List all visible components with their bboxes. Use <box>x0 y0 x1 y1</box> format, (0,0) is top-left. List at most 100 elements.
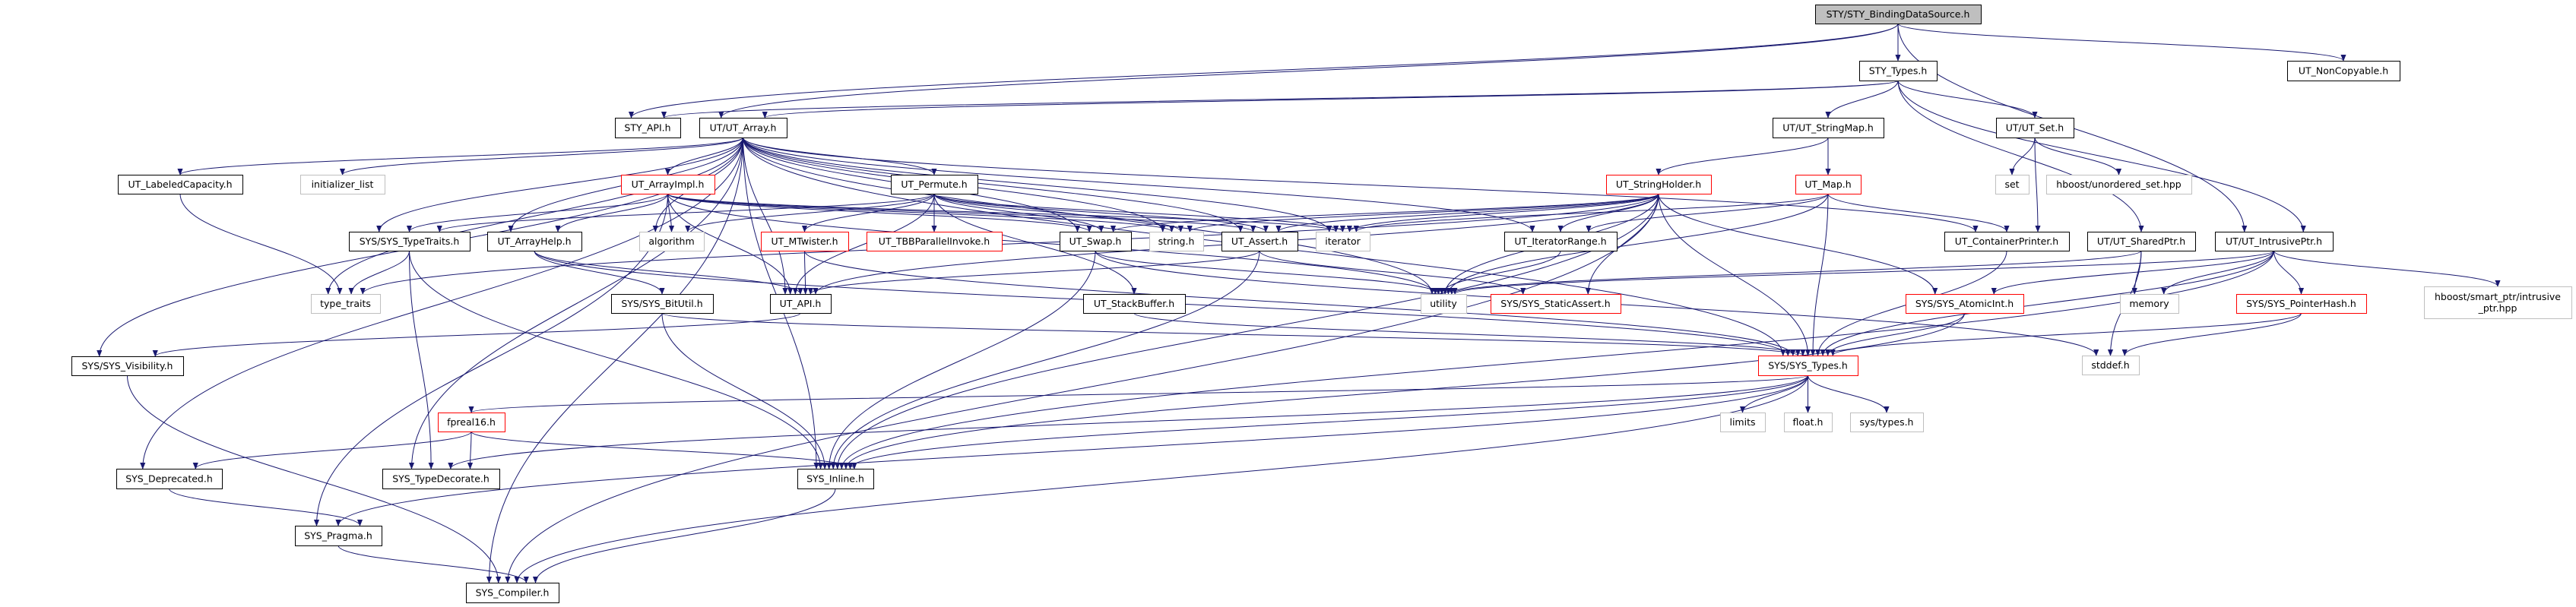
node-sys-sys-staticassert-h[interactable]: SYS/SYS_StaticAssert.h <box>1491 294 1621 314</box>
node-label: hboost/unordered_set.hpp <box>2056 179 2181 190</box>
node-ut-swap-h[interactable]: UT_Swap.h <box>1060 232 1132 251</box>
node-label: sys/types.h <box>1860 416 1914 428</box>
node-label: SYS_TypeDecorate.h <box>392 473 490 485</box>
node-label: initializer_list <box>312 179 374 190</box>
edge-permute-to-stackbuffer <box>933 193 1137 295</box>
edge-root-to-noncopyable <box>1897 23 2346 62</box>
edge-root-to-ut_array <box>718 23 1899 119</box>
node-ut-iteratorrange-h[interactable]: UT_IteratorRange.h <box>1504 232 1618 251</box>
node-ut-tbbparallelinvoke-h[interactable]: UT_TBBParallelInvoke.h <box>867 232 1003 251</box>
edge-permute-to-swap <box>933 193 1104 232</box>
node-sys-compiler-h[interactable]: SYS_Compiler.h <box>466 583 559 603</box>
node-label: UT_IteratorRange.h <box>1514 236 1606 247</box>
edge-ut_array-to-typetraits <box>376 137 743 232</box>
node-type-traits: type_traits <box>311 294 381 314</box>
node-sys-sys-types-h[interactable]: SYS/SYS_Types.h <box>1758 356 1858 376</box>
node-ut-ut-intrusiveptr-h[interactable]: UT/UT_IntrusivePtr.h <box>2215 232 2334 251</box>
edge-stackbuffer-to-sys_types <box>1133 312 1806 356</box>
node-initializer-list: initializer_list <box>300 175 385 194</box>
node-sys-sys-atomicint-h[interactable]: SYS/SYS_AtomicInt.h <box>1906 294 2024 314</box>
node-box <box>349 232 471 251</box>
node-box <box>2046 175 2192 194</box>
node-ut-ut-stringmap-h[interactable]: UT/UT_StringMap.h <box>1773 118 1884 138</box>
node-sys-typedecorate-h[interactable]: SYS_TypeDecorate.h <box>382 469 500 489</box>
edge-ut_array-to-containerprinter <box>743 137 1979 232</box>
node-box <box>71 356 184 376</box>
node-sys-sys-pointerhash-h[interactable]: SYS/SYS_PointerHash.h <box>2236 294 2367 314</box>
node-ut-permute-h[interactable]: UT_Permute.h <box>891 175 978 194</box>
node-string-h: string.h <box>1149 232 1204 251</box>
edge-fpreal16-to-inline <box>471 431 857 469</box>
node-label: algorithm <box>648 236 694 247</box>
edge-sty_types-to-ut_set <box>1897 80 2038 119</box>
edge-ut_set-to-unordered_set <box>2034 137 2122 175</box>
node-ut-ut-set-h[interactable]: UT/UT_Set.h <box>1996 118 2074 138</box>
node-box <box>466 583 559 603</box>
edge-ut_map-to-iterator <box>1353 193 1829 232</box>
node-ut-ut-sharedptr-h[interactable]: UT/UT_SharedPtr.h <box>2087 232 2196 251</box>
node-box <box>2082 356 2140 375</box>
node-ut-noncopyable-h[interactable]: UT_NonCopyable.h <box>2287 61 2400 81</box>
node-ut-containerprinter-h[interactable]: UT_ContainerPrinter.h <box>1944 232 2070 251</box>
edge-typetraits-to-typedecorate <box>409 250 434 469</box>
node-box <box>2424 286 2572 319</box>
node-ut-arrayimpl-h[interactable]: UT_ArrayImpl.h <box>621 175 715 194</box>
edge-arrayhelp-to-bitutil <box>534 250 665 295</box>
edge-permute-to-mtwister <box>801 193 935 232</box>
node-ut-ut-array-h[interactable]: UT/UT_Array.h <box>699 118 787 138</box>
edge-inline-to-compiler <box>532 488 836 583</box>
edge-sty_types-to-stringmap <box>1825 80 1899 119</box>
edge-stringholder-to-type_traits <box>360 193 1659 295</box>
node-fpreal16-h[interactable]: fpreal16.h <box>438 413 505 432</box>
root-node-title[interactable]: STY/STY_BindingDataSource.h <box>1815 5 1982 24</box>
node-ut-assert-h[interactable]: UT_Assert.h <box>1221 232 1298 251</box>
node-box <box>615 118 681 138</box>
node-box <box>116 469 223 489</box>
node-ut-arrayhelp-h[interactable]: UT_ArrayHelp.h <box>487 232 582 251</box>
node-label: STY_API.h <box>624 122 670 134</box>
node-ut-stackbuffer-h[interactable]: UT_StackBuffer.h <box>1083 294 1186 314</box>
node-sys-sys-visibility-h[interactable]: SYS/SYS_Visibility.h <box>71 356 184 376</box>
graph-title: STY/STY_BindingDataSource.h <box>1827 8 1970 20</box>
node-set: set <box>1995 175 2029 194</box>
edge-arrayimpl-to-ut_api <box>667 193 794 295</box>
node-box <box>1316 232 1370 251</box>
node-box <box>1491 294 1621 314</box>
edge-assert-to-inline <box>830 250 1260 469</box>
edge-swap-to-utility <box>1095 250 1442 295</box>
node-sty-types-h[interactable]: STY_Types.h <box>1859 61 1938 81</box>
edge-sty_types-to-ut_array <box>762 80 1899 119</box>
node-label: SYS/SYS_AtomicInt.h <box>1915 298 2014 309</box>
edge-labeledcap-to-type_traits <box>179 193 343 295</box>
node-label: UT_Permute.h <box>901 179 967 190</box>
node-ut-map-h[interactable]: UT_Map.h <box>1795 175 1862 194</box>
node-box <box>1421 294 1467 314</box>
node-label: utility <box>1430 298 1457 309</box>
node-ut-labeledcapacity-h[interactable]: UT_LabeledCapacity.h <box>118 175 243 194</box>
edge-typetraits-to-type_traits <box>348 250 410 295</box>
node-label: type_traits <box>320 298 371 309</box>
node-sys-deprecated-h[interactable]: SYS_Deprecated.h <box>116 469 223 489</box>
edge-ut_map-to-utility <box>1445 193 1829 295</box>
node-sys-pragma-h[interactable]: SYS_Pragma.h <box>295 526 382 546</box>
edge-stringholder-to-compiler <box>505 193 1659 583</box>
node-sys-sys-typetraits-h[interactable]: SYS/SYS_TypeTraits.h <box>349 232 471 251</box>
node-sys-sys-bitutil-h[interactable]: SYS/SYS_BitUtil.h <box>611 294 714 314</box>
node-ut-mtwister-h[interactable]: UT_MTwister.h <box>761 232 849 251</box>
edge-arrayimpl-to-swap <box>667 193 1092 232</box>
node-ut-stringholder-h[interactable]: UT_StringHolder.h <box>1606 175 1712 194</box>
node-box <box>639 232 705 251</box>
node-box <box>2287 61 2400 81</box>
edge-ut_map-to-sys_types <box>1810 193 1829 356</box>
edge-pragma-to-compiler <box>337 545 529 583</box>
edge-arrayimpl-to-assert <box>667 193 1256 232</box>
node-sys-inline-h[interactable]: SYS_Inline.h <box>797 469 874 489</box>
node-sty-api-h[interactable]: STY_API.h <box>615 118 681 138</box>
edge-sys_types-to-typedecorate <box>448 375 1808 469</box>
edge-permute-to-stringh <box>933 193 1183 232</box>
node-label: UT/UT_SharedPtr.h <box>2097 236 2185 247</box>
node-box <box>1944 232 2070 251</box>
edge-stringholder-to-assert <box>1275 193 1659 232</box>
node-ut-api-h[interactable]: UT_API.h <box>770 294 832 314</box>
edge-ut_map-to-containerprinter <box>1827 193 2010 232</box>
